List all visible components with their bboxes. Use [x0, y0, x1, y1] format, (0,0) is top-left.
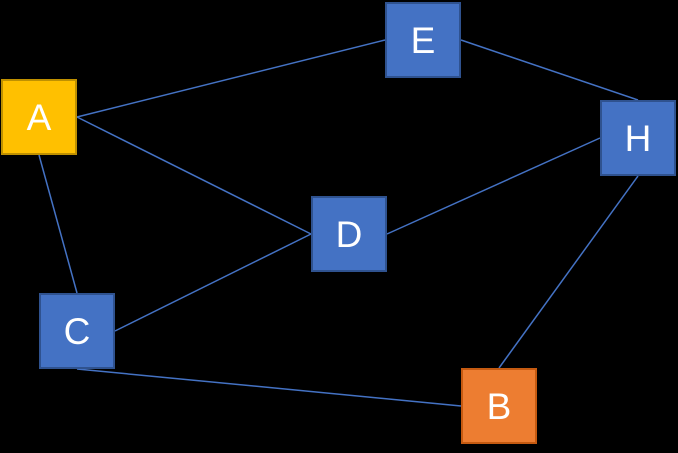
node-B[interactable]: B: [461, 368, 537, 444]
edge-A-E[interactable]: [76, 39, 386, 118]
node-label-A: A: [26, 96, 52, 138]
edge-C-B[interactable]: [76, 368, 462, 407]
node-H[interactable]: H: [600, 100, 676, 176]
node-label-C: C: [63, 310, 91, 352]
edge-D-H[interactable]: [386, 137, 601, 235]
node-label-H: H: [624, 117, 652, 159]
node-E[interactable]: E: [385, 2, 461, 78]
node-label-B: B: [486, 385, 512, 427]
edge-A-C[interactable]: [38, 154, 78, 294]
edge-C-D[interactable]: [114, 233, 312, 332]
node-label-E: E: [410, 19, 436, 61]
edge-B-H[interactable]: [498, 175, 639, 369]
edge-A-D[interactable]: [76, 116, 312, 235]
node-A[interactable]: A: [1, 79, 77, 155]
edge-E-H[interactable]: [460, 39, 639, 101]
node-C[interactable]: C: [39, 293, 115, 369]
node-D[interactable]: D: [311, 196, 387, 272]
node-label-D: D: [335, 213, 363, 255]
